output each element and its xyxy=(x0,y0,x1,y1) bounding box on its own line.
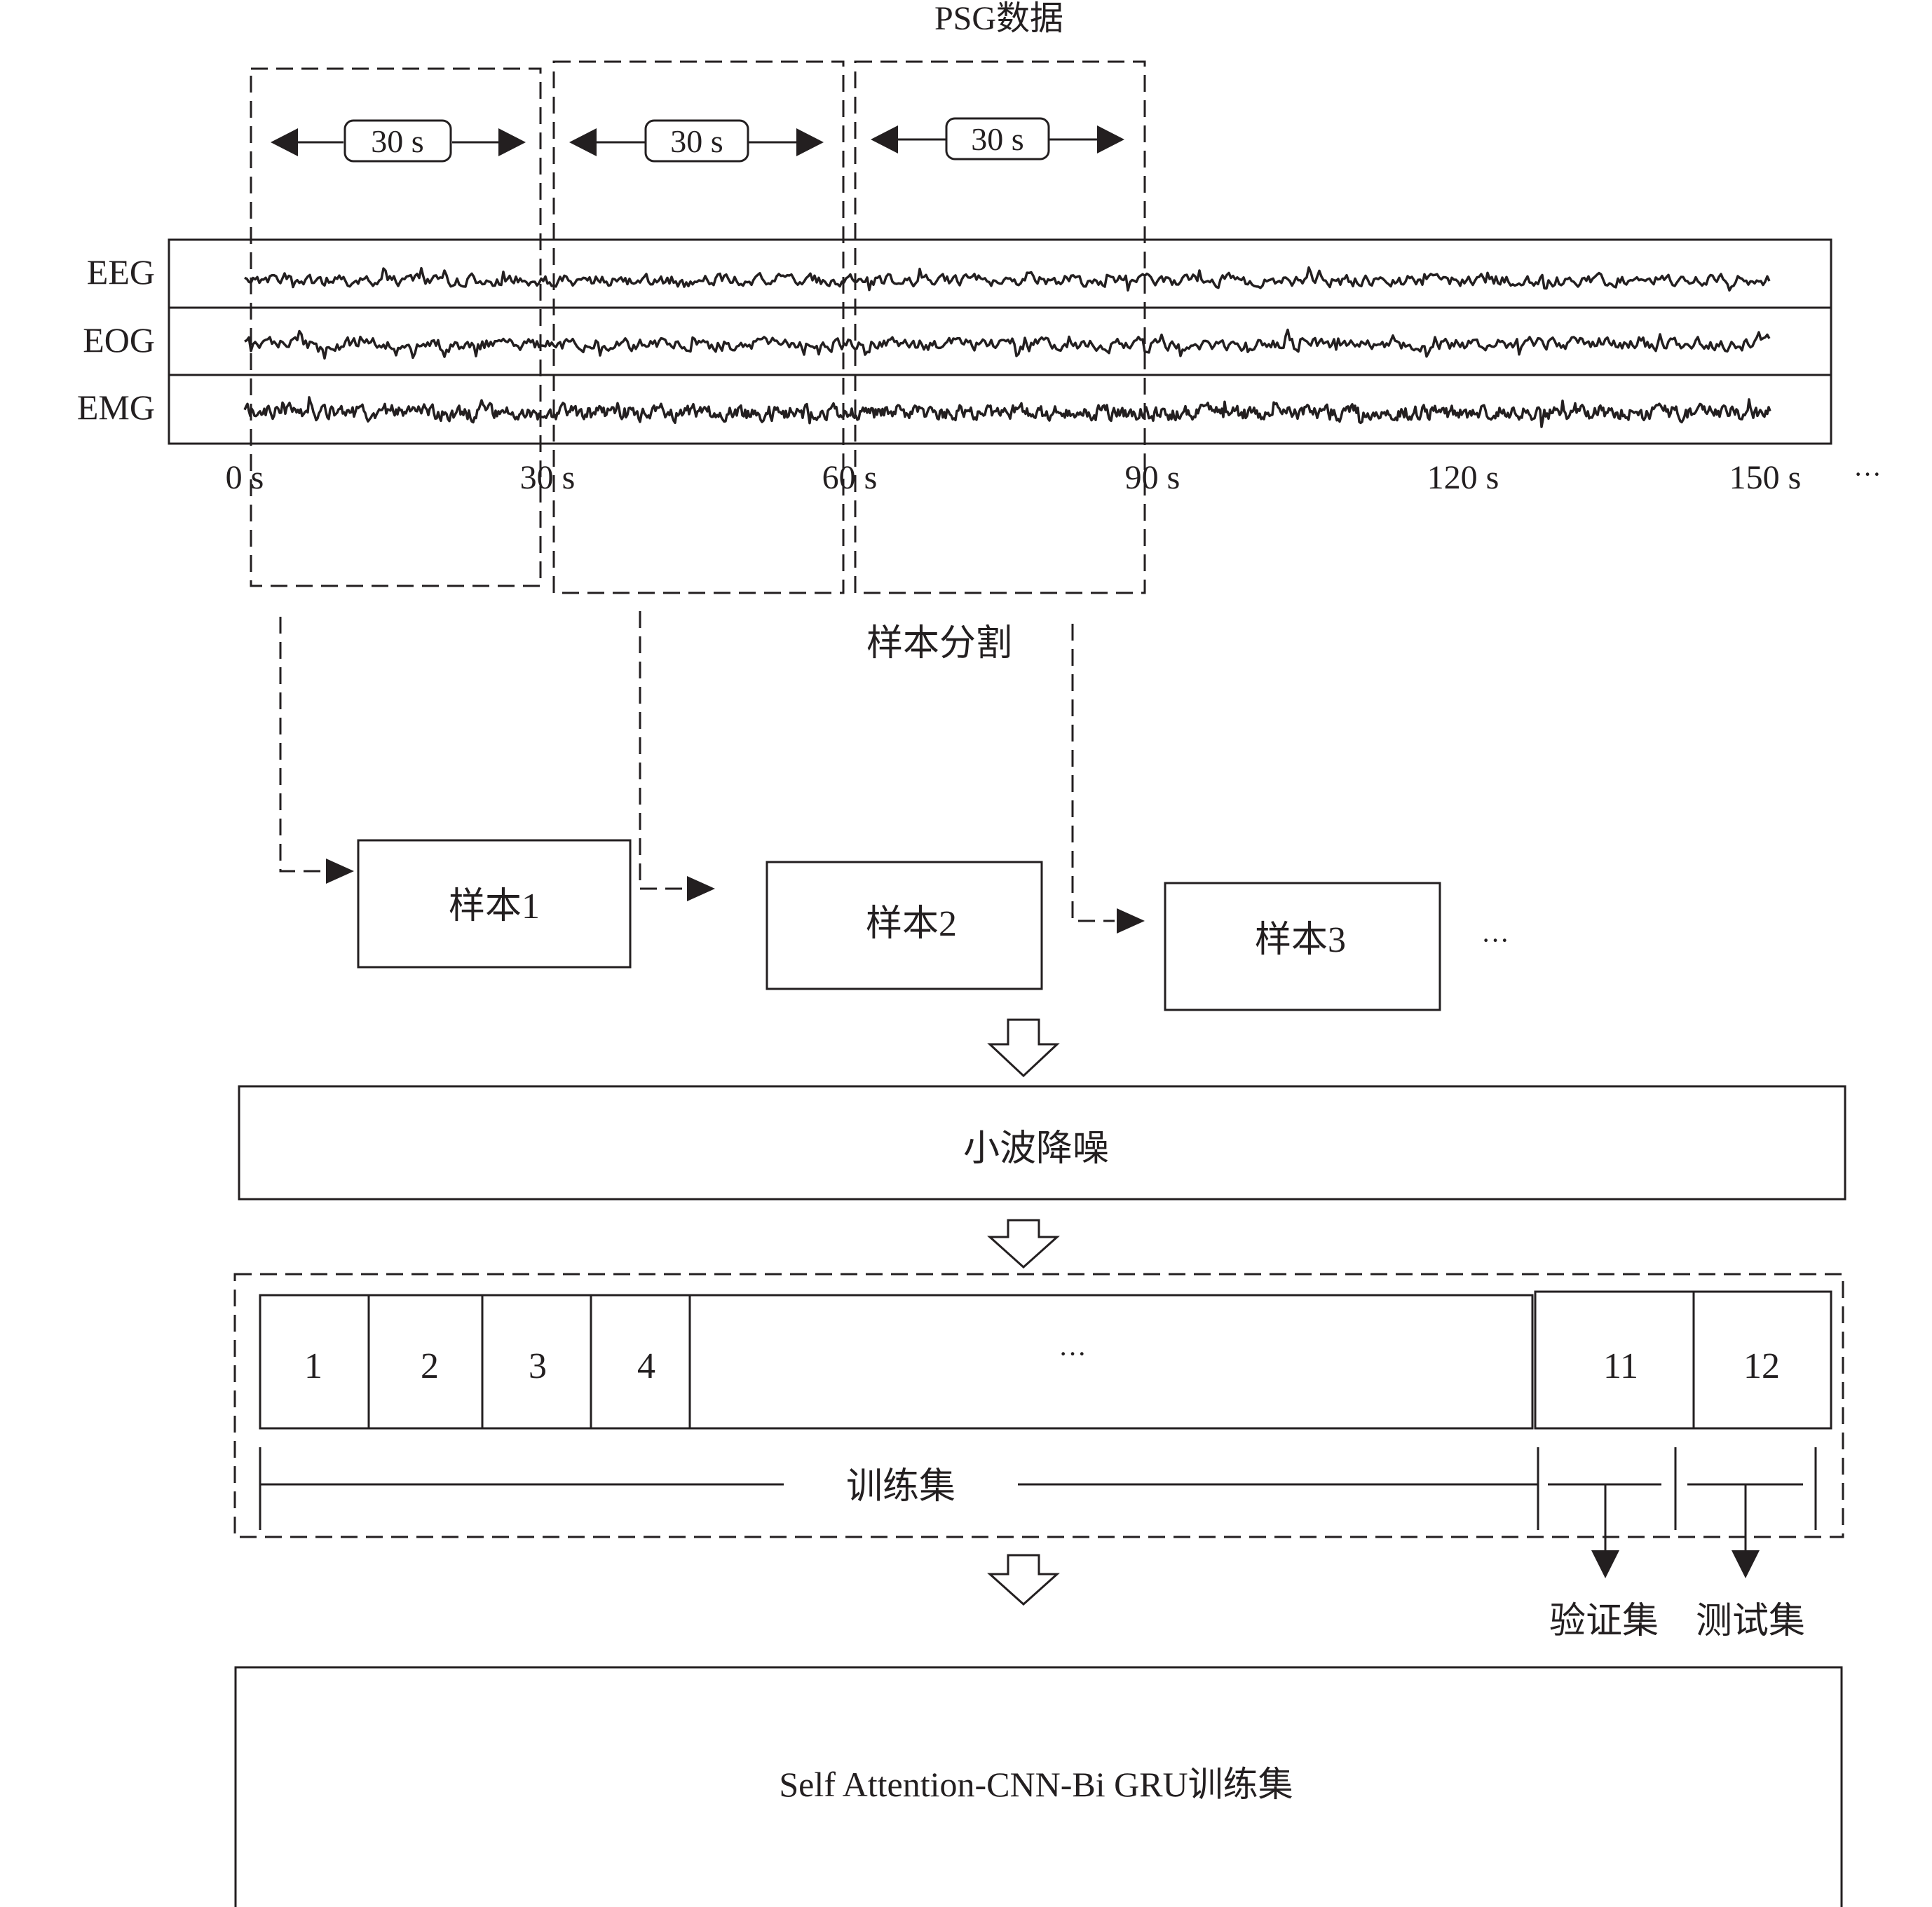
channel-label-eog: EOG xyxy=(83,320,155,360)
hollow-down-arrow-2 xyxy=(987,1219,1060,1269)
window-label-1: 30 s xyxy=(371,123,423,159)
emg-trace xyxy=(243,396,1771,428)
validation-arrowhead xyxy=(1591,1550,1619,1578)
denoise-label: 小波降噪 xyxy=(963,1129,1109,1169)
fold-brackets xyxy=(259,1447,1817,1552)
time-tick-150: 150 s xyxy=(1729,459,1802,496)
fold-cell-11: 11 xyxy=(1603,1346,1638,1386)
model-label: Self Attention-CNN-Bi GRU训练集 xyxy=(779,1765,1293,1804)
sample-box-3: 样本3 xyxy=(1164,882,1441,1011)
hollow-down-arrow-3 xyxy=(987,1554,1060,1606)
psg-title: PSG数据 xyxy=(934,0,1063,37)
window-span-1: 30 s xyxy=(271,119,526,163)
time-tick-0: 0 s xyxy=(226,459,264,496)
test-arrowhead xyxy=(1732,1550,1760,1578)
sample-label-2: 样本2 xyxy=(866,904,957,944)
fold-cells xyxy=(259,1290,1832,1430)
sample-box-2: 样本2 xyxy=(766,861,1043,990)
connector-arrowhead-1 xyxy=(326,859,354,884)
window-box-2 xyxy=(552,60,845,594)
segmentation-label: 样本分割 xyxy=(866,624,1012,664)
test-set-label: 测试集 xyxy=(1696,1601,1805,1641)
time-tick-120: 120 s xyxy=(1427,459,1499,496)
eog-trace xyxy=(244,328,1771,360)
time-tick-90: 90 s xyxy=(1125,459,1181,496)
time-axis-ellipsis: ··· xyxy=(1853,458,1882,490)
fold-cell-12: 12 xyxy=(1743,1346,1780,1386)
fold-container xyxy=(233,1273,1844,1538)
segment-connectors xyxy=(279,611,1115,922)
hollow-down-arrow-1 xyxy=(987,1018,1060,1078)
sample-label-3: 样本3 xyxy=(1255,920,1346,960)
window-span-3: 30 s xyxy=(871,117,1124,160)
window-label-3: 30 s xyxy=(971,121,1023,157)
fold-cell-2: 2 xyxy=(421,1346,439,1386)
time-tick-30: 30 s xyxy=(520,459,576,496)
connector-arrowhead-3 xyxy=(1117,908,1145,934)
channel-label-emg: EMG xyxy=(77,388,155,427)
samples-ellipsis: ··· xyxy=(1481,924,1509,956)
time-tick-60: 60 s xyxy=(822,459,878,496)
fold-cell-1: 1 xyxy=(304,1346,322,1386)
signal-panel xyxy=(168,238,1832,445)
sample-box-1: 样本1 xyxy=(357,839,632,969)
model-box: Self Attention-CNN-Bi GRU训练集 xyxy=(234,1666,1843,1907)
eeg-trace xyxy=(244,266,1771,292)
fold-cell-4: 4 xyxy=(637,1346,655,1386)
denoise-box: 小波降噪 xyxy=(238,1085,1846,1201)
sample-label-1: 样本1 xyxy=(449,887,540,927)
validation-set-label: 验证集 xyxy=(1549,1601,1659,1641)
window-label-2: 30 s xyxy=(670,123,723,159)
window-box-3 xyxy=(854,60,1146,594)
window-span-2: 30 s xyxy=(569,119,824,163)
fold-cell-ellipsis: ··· xyxy=(1059,1338,1087,1369)
channel-label-eeg: EEG xyxy=(87,252,155,292)
connector-arrowhead-2 xyxy=(687,876,715,901)
window-boxes xyxy=(250,60,1146,594)
fold-cell-3: 3 xyxy=(529,1346,547,1386)
train-set-label: 训练集 xyxy=(846,1467,955,1507)
